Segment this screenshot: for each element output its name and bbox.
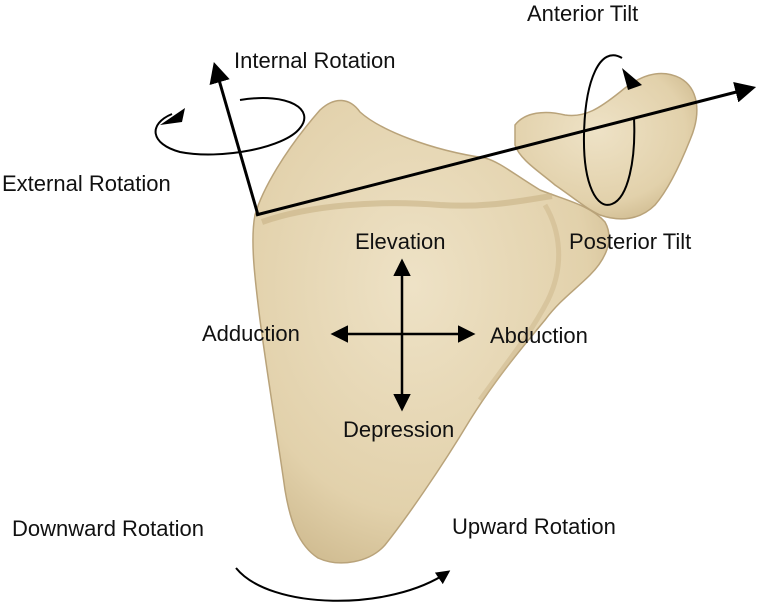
label-anterior-tilt: Anterior Tilt <box>527 1 638 26</box>
label-upward-rotation: Upward Rotation <box>452 514 616 539</box>
scapula-bone <box>252 72 698 564</box>
scapula-lateral-shadow <box>477 203 562 402</box>
label-internal-rotation: Internal Rotation <box>234 48 395 73</box>
label-abduction: Abduction <box>490 323 588 348</box>
label-posterior-tilt: Posterior Tilt <box>569 229 691 254</box>
label-depression: Depression <box>343 417 454 442</box>
label-external-rotation: External Rotation <box>2 171 171 196</box>
label-elevation: Elevation <box>355 229 446 254</box>
downward-upward-rotation-arrow <box>235 567 451 602</box>
rotation-axis-vertical <box>209 61 260 216</box>
scapula-spine-shadow <box>260 193 553 225</box>
tilt-loop-arrowhead <box>622 68 642 90</box>
tilt-loop-arrow <box>582 54 636 206</box>
internal-external-rotation-arrowhead <box>160 108 185 125</box>
label-downward-rotation: Downward Rotation <box>12 516 204 541</box>
tilt-axis <box>255 81 757 217</box>
label-adduction: Adduction <box>202 321 300 346</box>
internal-external-rotation-arrow <box>154 97 306 156</box>
